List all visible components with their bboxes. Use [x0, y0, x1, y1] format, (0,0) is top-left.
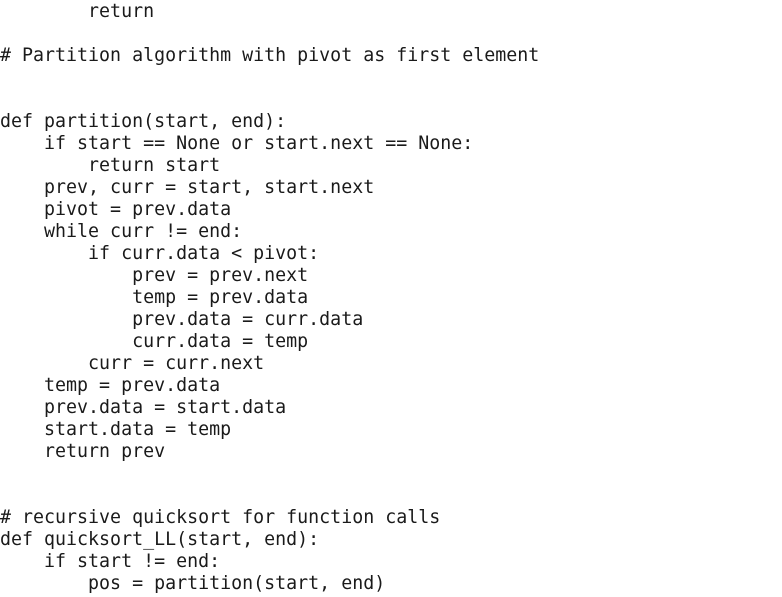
- code-line: prev, curr = start, start.next: [0, 177, 375, 198]
- code-line: if start != end:: [0, 551, 221, 572]
- code-line: [0, 463, 782, 485]
- code-line: pivot = prev.data: [0, 199, 232, 220]
- code-line: def partition(start, end):: [0, 111, 287, 132]
- code-line: if curr.data < pivot:: [0, 243, 320, 264]
- code-line: pos = partition(start, end): [0, 573, 386, 594]
- code-line: if start == None or start.next == None:: [0, 133, 474, 154]
- code-line: return start: [0, 155, 221, 176]
- code-line: curr.data = temp: [0, 331, 309, 352]
- code-line: prev.data = curr.data: [0, 309, 364, 330]
- code-line: # recursive quicksort for function calls: [0, 507, 441, 528]
- code-line: curr = curr.next: [0, 353, 265, 374]
- code-line: prev.data = start.data: [0, 397, 287, 418]
- code-line: # Partition algorithm with pivot as firs…: [0, 45, 540, 66]
- code-line: [0, 67, 782, 89]
- code-line: prev = prev.next: [0, 265, 309, 286]
- code-line: [0, 23, 782, 45]
- code-line: return prev: [0, 441, 166, 462]
- code-line: def quicksort_LL(start, end):: [0, 529, 320, 550]
- code-line: temp = prev.data: [0, 375, 221, 396]
- code-line: start.data = temp: [0, 419, 232, 440]
- code-line: temp = prev.data: [0, 287, 309, 308]
- code-line: [0, 485, 782, 507]
- code-line: [0, 89, 782, 111]
- code-line: return: [0, 1, 155, 22]
- code-line: while curr != end:: [0, 221, 243, 242]
